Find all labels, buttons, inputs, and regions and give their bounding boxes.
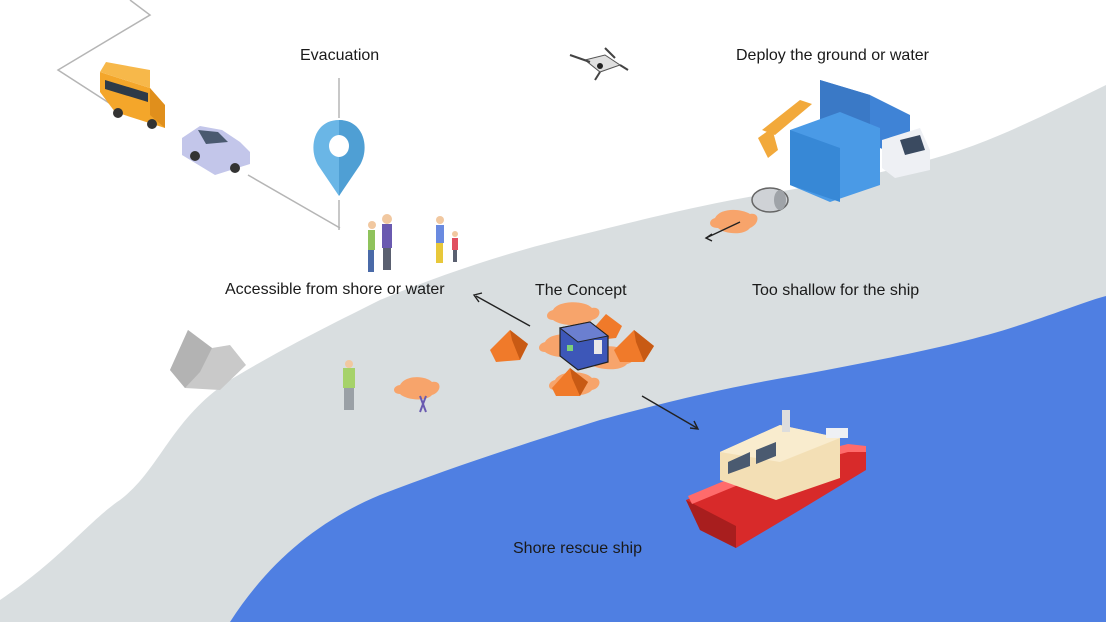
bus-icon	[100, 62, 165, 129]
car-icon	[182, 126, 250, 175]
rock-icon	[170, 330, 246, 390]
people-icon	[368, 214, 458, 272]
location-pin-icon	[313, 120, 365, 196]
road	[56, 0, 341, 230]
barrel-icon	[751, 187, 789, 213]
label-evacuation: Evacuation	[300, 47, 380, 64]
label-accessible: Accessible from shore or water	[225, 281, 445, 298]
drone-icon	[569, 47, 629, 81]
label-rescue-ship: Shore rescue ship	[513, 540, 642, 557]
label-too-shallow: Too shallow for the ship	[752, 282, 920, 299]
label-concept: The Concept	[535, 282, 627, 299]
label-deploy: Deploy the ground or water	[736, 47, 929, 64]
raft-pad	[710, 209, 758, 234]
raft-pad	[394, 377, 440, 413]
arrows	[472, 221, 741, 430]
concept-cluster	[490, 302, 654, 396]
person-icon	[343, 360, 355, 410]
container-truck-icon	[790, 80, 930, 202]
crane-icon	[758, 100, 812, 158]
water-area	[230, 296, 1106, 622]
ship-icon	[686, 410, 866, 548]
